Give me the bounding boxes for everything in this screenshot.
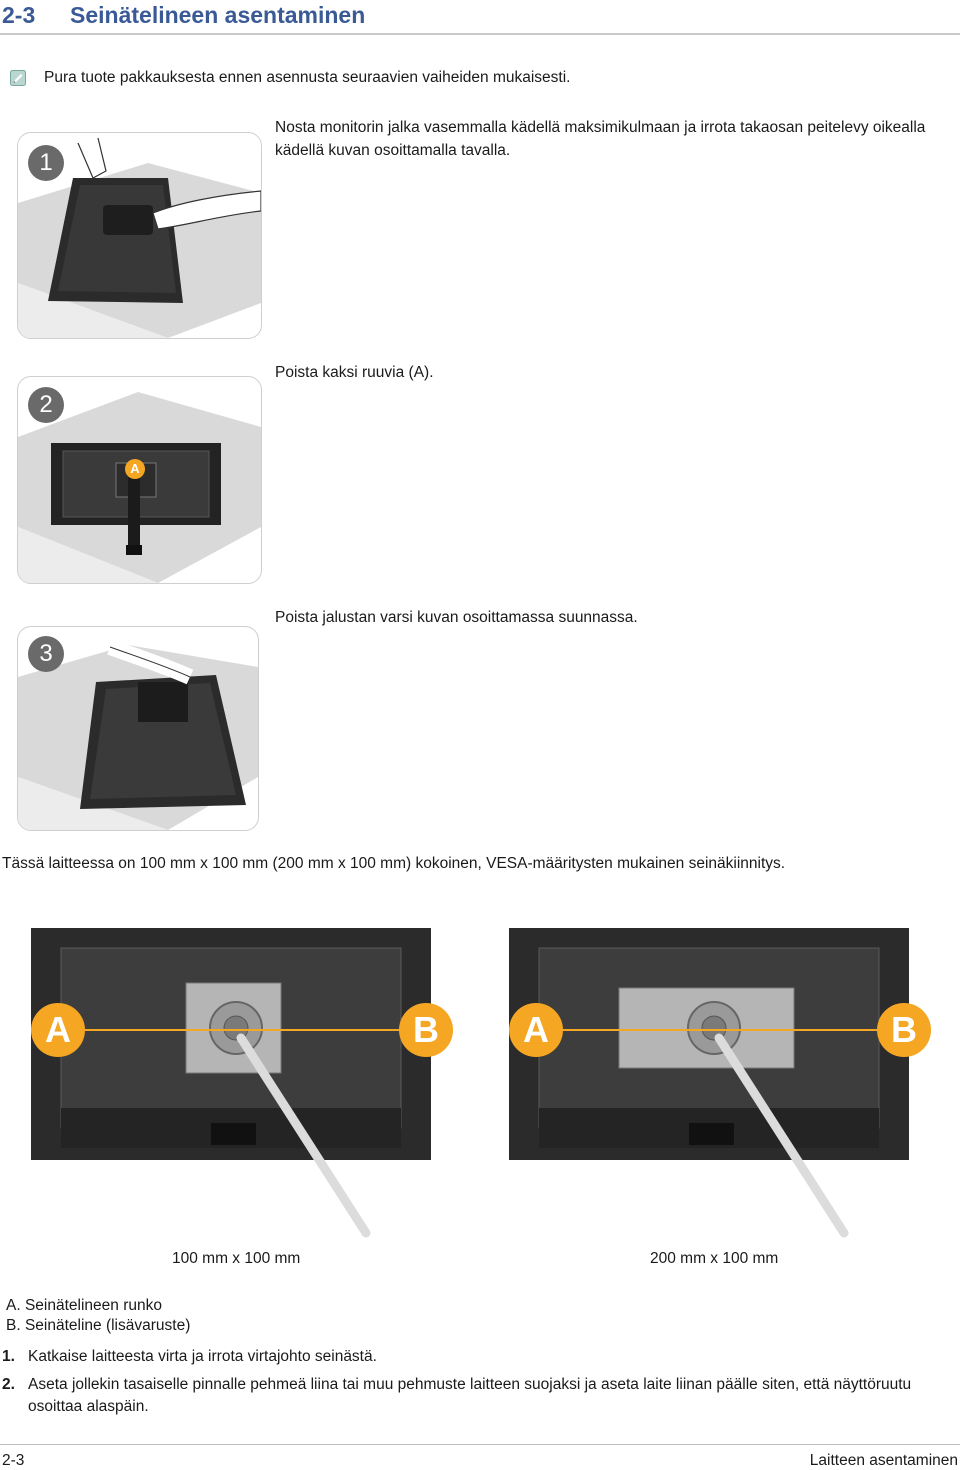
vesa-caption-100x100: 100 mm x 100 mm: [172, 1250, 301, 1267]
vesa-figure-100x100: A B: [31, 928, 453, 1238]
screw-label-a: A: [125, 459, 145, 479]
step-1-image: 1: [17, 132, 262, 339]
label-a-badge: A: [31, 1003, 85, 1057]
step-badge: 1: [28, 145, 64, 181]
step-2-image: 2 A: [17, 376, 262, 584]
label-b-badge: B: [399, 1003, 453, 1057]
footer-chapter-title: Laitteen asentaminen: [809, 1452, 958, 1469]
vesa-caption-200x100: 200 mm x 100 mm: [650, 1250, 779, 1267]
step-3-text: Poista jalustan varsi kuvan osoittamassa…: [275, 609, 638, 626]
step-badge: 3: [28, 636, 64, 672]
vesa-description: Tässä laitteessa on 100 mm x 100 mm (200…: [2, 855, 786, 872]
legend-item-a: A. Seinätelineen runko: [6, 1297, 162, 1314]
list-item-2-number: 2.: [2, 1376, 15, 1393]
step-3-image: 3: [17, 626, 259, 831]
list-item-2-text: Aseta jollekin tasaiselle pinnalle pehme…: [28, 1376, 912, 1415]
legend-item-b: B. Seinäteline (lisävaruste): [6, 1317, 191, 1334]
step-2-text: Poista kaksi ruuvia (A).: [275, 364, 434, 381]
section-number: 2-3: [2, 2, 36, 28]
note-text: Pura tuote pakkauksesta ennen asennusta …: [44, 69, 571, 86]
vesa-figure-200x100: A B: [509, 928, 931, 1238]
page-title: Seinätelineen asentaminen: [70, 2, 366, 28]
footer-page-number: 2-3: [2, 1452, 25, 1469]
note-icon: [10, 70, 26, 86]
label-b-badge: B: [877, 1003, 931, 1057]
list-item-1-text: Katkaise laitteesta virta ja irrota virt…: [28, 1348, 377, 1365]
label-a-badge: A: [509, 1003, 563, 1057]
header-divider: [0, 33, 960, 35]
list-item-1-number: 1.: [2, 1348, 15, 1365]
footer-divider: [0, 1444, 960, 1445]
step-badge: 2: [28, 387, 64, 423]
step-1-text: Nosta monitorin jalka vasemmalla kädellä…: [275, 119, 926, 159]
